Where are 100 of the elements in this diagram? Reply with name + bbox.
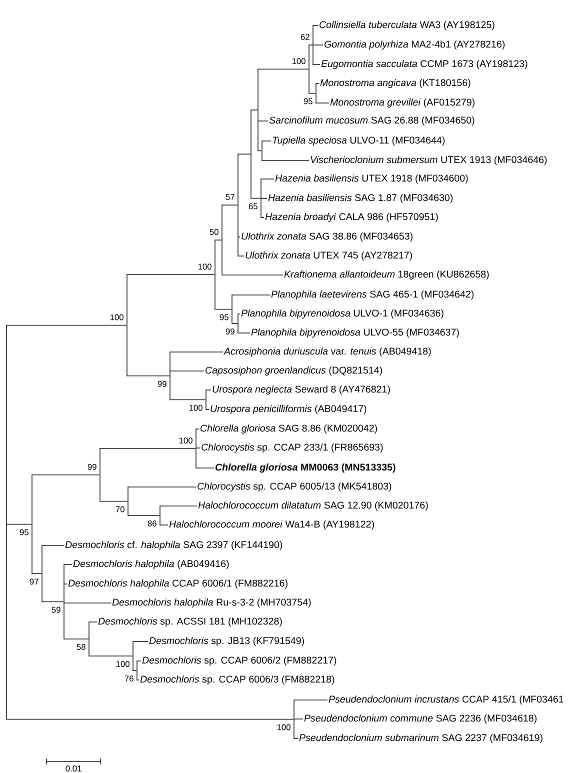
taxon-label: Desmochloris halophila Ru-s-3-2 (MH703754) (112, 598, 311, 608)
branch-line (32, 573, 42, 574)
branch-line (312, 64, 320, 65)
taxon-label: Desmochloris cf. halophila SAG 2397 (KF144190) (65, 540, 282, 550)
clade-line (132, 641, 134, 671)
branch-line (232, 294, 270, 296)
taxon-label: Pseudendoclonium submarinum SAG 2237 (MF034619) (299, 734, 542, 744)
taxon-label: Urospora neglecta Seward 8 (AY476821) (212, 385, 390, 395)
branch-line (312, 44, 324, 46)
bootstrap-value: 58 (76, 644, 86, 650)
bootstrap-value: 100 (116, 661, 130, 667)
bootstrap-value: 100 (198, 264, 212, 270)
taxon-label: Halochlorococcum dilatatum SAG 12.90 (KM020176) (198, 501, 428, 511)
taxon-label: Planophila laetevirens SAG 465-1 (MF034642) (271, 290, 474, 300)
bootstrap-value: 70 (116, 506, 124, 512)
taxon-label: Capsosiphon groenlandicus (DQ821514) (206, 366, 382, 376)
branch-line (6, 324, 127, 326)
branch-line (64, 638, 89, 640)
branch-line (260, 178, 274, 180)
branch-line (128, 486, 196, 488)
bootstrap-value: 97 (30, 578, 38, 585)
scale-value: 0.01 (66, 766, 82, 772)
taxon-label: Urospora penicilliformis (AB049417) (210, 404, 366, 414)
branch-line (126, 375, 170, 376)
branch-line (206, 409, 210, 410)
branch-line (258, 150, 262, 152)
branch-line (238, 236, 240, 238)
clade-line (214, 240, 216, 310)
clade-line (126, 274, 128, 376)
taxon-label: Monostroma grevillei (AF015279) (330, 98, 474, 108)
branch-line (262, 160, 310, 161)
bootstrap-value: 57 (226, 194, 234, 200)
taxon-label: Tupiella speciosa ULVO-11 (MF034644) (272, 136, 445, 146)
taxon-label: Desmochloris sp. CCAP 6006/2 (FM882217) (142, 656, 336, 666)
taxon-label: Hazenia basiliensis UTEX 1918 (MF034600) (275, 174, 468, 184)
taxon-label: Acrosiphonia duriuscula var. tenuis (AB049418) (224, 347, 431, 357)
taxon-label: Gomontia polyrhiza MA2-4b1 (AY278216) (324, 40, 505, 50)
branch-line (32, 474, 100, 476)
branch-line (170, 399, 206, 400)
branch-line (260, 217, 264, 218)
bootstrap-value: 100 (277, 724, 290, 730)
bootstrap-value: 59 (52, 606, 60, 613)
clade-line (312, 25, 314, 65)
bootstrap-value: 95 (20, 529, 28, 536)
clade-line (88, 622, 90, 656)
taxon-label: Desmochloris halophila (AB049416) (73, 560, 229, 570)
branch-line (42, 545, 64, 546)
branch-line (64, 564, 72, 565)
branch-line (196, 428, 200, 430)
bootstrap-value: 86 (148, 520, 156, 526)
bootstrap-value: 65 (248, 203, 258, 210)
branch-line (316, 83, 320, 84)
taxon-label: Desmochloris sp. ACSSI 181 (MH102328) (98, 617, 282, 627)
bootstrap-value: 99 (226, 328, 234, 334)
branch-line (250, 198, 261, 199)
branch-line (312, 25, 318, 26)
taxon-label: Hazenia broadyi CALA 986 (HF570951) (265, 212, 438, 222)
taxon-label: Eugomontia sacculata CCMP 1673 (AY198123) (321, 60, 528, 70)
bootstrap-value: 76 (124, 676, 134, 682)
branch-line (100, 448, 196, 449)
taxon-label: Chlorocystis sp. CCAP 233/1 (FR865693) (202, 443, 383, 453)
bootstrap-value: 99 (158, 380, 166, 387)
taxon-label: Pseudendoclonium commune SAG 2236 (MF034618) (304, 714, 537, 724)
taxon-label: Monostroma angicava (KT180156) (320, 78, 470, 88)
branch-line (42, 601, 64, 602)
branch-line (170, 370, 204, 372)
taxon-label: Ulothrix zonata UTEX 745 (AY278217) (246, 251, 412, 261)
bootstrap-value: 100 (189, 404, 202, 411)
branch-line (128, 515, 160, 516)
bootstrap-value: 50 (210, 229, 218, 235)
branch-line (132, 641, 148, 642)
branch-line (294, 738, 298, 739)
branch-line (308, 44, 313, 46)
branch-line (126, 274, 215, 276)
branch-line (316, 102, 330, 104)
taxon-label: Chlorella gloriosa SAG 8.86 (KM020042) (200, 424, 377, 434)
branch-line (260, 198, 268, 199)
branch-line (238, 332, 250, 334)
taxon-label: Halochlorococcum moorei Wa14-B (AY198122) (169, 520, 374, 530)
branch-line (214, 308, 232, 310)
branch-line (262, 140, 272, 142)
taxon-label: Hazenia basiliensis SAG 1.87 (MF034630) (268, 194, 453, 204)
taxon-label: Collinsiella tuberculata WA3 (AY198125) (320, 20, 494, 30)
branch-line (6, 718, 294, 720)
branch-line (100, 500, 128, 502)
bootstrap-value: 62 (300, 34, 310, 40)
branch-line (258, 68, 309, 70)
taxon-label: Planophila bipyrenoidosa ULVO-1 (MF034636) (241, 309, 444, 319)
clade-line (260, 178, 262, 218)
bootstrap-value: 99 (88, 464, 96, 470)
clade-line (6, 324, 7, 720)
branch-line (160, 524, 168, 526)
branch-line (64, 602, 112, 604)
taxon-label: Chlorella gloriosa MM0063 (MN513335) (215, 463, 396, 473)
branch-line (132, 670, 137, 671)
taxon-label: Chlorocystis sp. CCAP 6005/13 (MK541803) (198, 482, 392, 492)
branch-line (222, 204, 238, 206)
branch-line (232, 323, 238, 324)
branch-line (222, 274, 284, 276)
bootstrap-value: 100 (292, 58, 306, 64)
